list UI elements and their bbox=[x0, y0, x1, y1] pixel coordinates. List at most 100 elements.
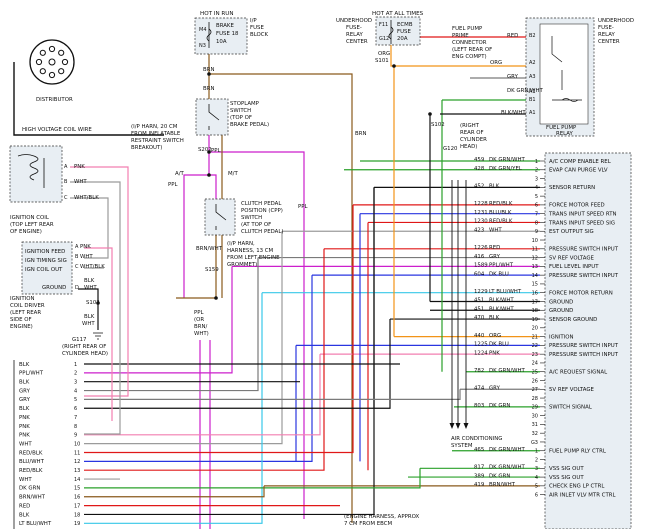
svg-text:BRN/: BRN/ bbox=[194, 324, 207, 330]
pcm-pin-number: 11 bbox=[532, 247, 538, 253]
pcm-pin-number: 3 bbox=[535, 176, 538, 182]
svg-text:WHT: WHT bbox=[74, 179, 87, 185]
svg-text:BRAKE PEDAL): BRAKE PEDAL) bbox=[230, 122, 269, 128]
svg-text:FUSE-: FUSE- bbox=[598, 25, 614, 31]
pcm-pin-number: 16 bbox=[532, 291, 538, 297]
svg-text:(OR: (OR bbox=[194, 317, 204, 323]
pcm-wire-color: LT BLU/WHT bbox=[489, 289, 522, 295]
wire-pin4 bbox=[373, 186, 540, 409]
pcm-pin-label: PRESSURE SWITCH INPUT bbox=[549, 273, 619, 279]
pcm-pin-number: 29 bbox=[532, 405, 538, 411]
svg-text:(AT TOP OF: (AT TOP OF bbox=[241, 222, 271, 228]
pcm-pin-number: 12 bbox=[532, 255, 538, 261]
svg-text:RESTRAINT SWITCH: RESTRAINT SWITCH bbox=[131, 138, 184, 144]
pcm-pin-number: 1 bbox=[535, 449, 538, 455]
pcm-circuit-number: 604 bbox=[474, 271, 485, 277]
svg-text:FROM INFLATABLE: FROM INFLATABLE bbox=[131, 131, 181, 137]
wire-ppl-l2 bbox=[84, 266, 233, 374]
svg-text:IGN COIL OUT: IGN COIL OUT bbox=[25, 267, 63, 273]
svg-text:I/P: I/P bbox=[250, 18, 257, 24]
svg-text:BLK: BLK bbox=[84, 278, 95, 284]
left-wire-number: 8 bbox=[74, 424, 77, 430]
cpp-switch: CLUTCH PEDAL POSITION (CPP) SWITCH (AT T… bbox=[175, 171, 283, 268]
left-wire-number: 17 bbox=[74, 503, 80, 509]
svg-text:RELAY: RELAY bbox=[556, 131, 574, 137]
svg-text:(RIGHT: (RIGHT bbox=[460, 123, 480, 129]
pcm-pin-number: 32 bbox=[532, 431, 538, 437]
svg-text:(RIGHT REAR OF: (RIGHT REAR OF bbox=[62, 344, 106, 350]
pcm-pin-label: AIR INLET VLV MTR CTRL bbox=[549, 492, 615, 498]
left-wire-number: 9 bbox=[74, 433, 77, 439]
wire-layer bbox=[70, 36, 540, 529]
wire-pnk-l9 bbox=[84, 354, 321, 436]
svg-text:(LEFT REAR: (LEFT REAR bbox=[10, 310, 41, 316]
pcm-wire-color: DK GRN/WHT bbox=[489, 157, 526, 163]
pcm-pin-label: TRANS INPUT SPEED SIG bbox=[548, 220, 615, 226]
svg-text:BREAKOUT): BREAKOUT) bbox=[131, 145, 162, 151]
pcm-pin-label: EST OUTPUT SIG bbox=[549, 229, 594, 235]
pcm-pin-number: 2 bbox=[535, 457, 538, 463]
svg-text:RELAY: RELAY bbox=[346, 32, 364, 38]
hot-in-run-label: HOT IN RUN bbox=[200, 11, 234, 17]
svg-text:IGNITION COIL: IGNITION COIL bbox=[10, 215, 49, 221]
ignition-coil: IGNITION COIL (TOP LEFT REAR OF ENGINE) … bbox=[9, 145, 68, 235]
pcm-circuit-number: 389 bbox=[474, 473, 485, 479]
pcm-pin-label: IGNITION bbox=[549, 334, 574, 340]
svg-text:S103: S103 bbox=[86, 300, 100, 306]
pcm-circuit-number: 423 bbox=[474, 227, 484, 233]
svg-text:B: B bbox=[64, 179, 68, 185]
pcm-pin-label: PRESSURE SWITCH INPUT bbox=[549, 343, 619, 349]
svg-text:BRN/WHT: BRN/WHT bbox=[196, 246, 223, 252]
pcm-pin-number: 5 bbox=[535, 194, 538, 200]
pcm-pin-label: SENSOR RETURN bbox=[549, 185, 595, 191]
svg-text:HEAD): HEAD) bbox=[460, 144, 477, 150]
pcm-pin-number: G3 bbox=[531, 440, 538, 446]
left-wire-label: PNK bbox=[19, 415, 30, 421]
pin-m4: M4 bbox=[199, 27, 207, 33]
pcm-wire-color: BLK bbox=[489, 184, 500, 190]
svg-text:A/T: A/T bbox=[175, 171, 185, 177]
left-wire-number: 3 bbox=[74, 380, 77, 386]
svg-text:F11: F11 bbox=[379, 22, 388, 28]
ip-fuse-block: HOT IN RUN M4 N3 BRAKE FUSE 18 10A I/P F… bbox=[194, 11, 269, 55]
svg-text:AIR CONDITIONING: AIR CONDITIONING bbox=[451, 436, 502, 442]
pcm-circuit-number: 465 bbox=[474, 447, 484, 453]
left-wire-number: 11 bbox=[74, 450, 80, 456]
svg-text:CLUTCH PEDAL): CLUTCH PEDAL) bbox=[241, 229, 283, 235]
pcm-pin-label: EVAP CAN PURGE VLV bbox=[549, 168, 608, 174]
pcm-circuit-number: 1228 bbox=[474, 201, 488, 207]
pcm-pin-number: 28 bbox=[532, 396, 538, 402]
splice-labels: S202 PPL BRN BRN BRN PPL PPL BRN/WHT S15… bbox=[62, 33, 544, 527]
pcm-circuit-number: 474 bbox=[474, 385, 485, 391]
svg-text:B1: B1 bbox=[529, 97, 536, 103]
svg-text:B2: B2 bbox=[529, 33, 536, 39]
svg-text:ORG: ORG bbox=[490, 60, 502, 66]
left-wire-number: 6 bbox=[74, 406, 77, 412]
pcm-pin-number: 9 bbox=[535, 229, 538, 235]
svg-text:(I/P HARN,: (I/P HARN, bbox=[227, 241, 255, 247]
wire-brn-main bbox=[209, 73, 353, 523]
wire-blu-l12 bbox=[84, 275, 313, 462]
svg-text:(LEFT REAR OF: (LEFT REAR OF bbox=[452, 47, 492, 53]
pcm-pin-number: 8 bbox=[535, 220, 538, 226]
svg-text:IGN TIMING SIG: IGN TIMING SIG bbox=[25, 258, 67, 264]
pcm-pin-label: PRESSURE SWITCH INPUT bbox=[549, 352, 619, 358]
svg-text:PNK: PNK bbox=[80, 244, 91, 250]
svg-text:PNK: PNK bbox=[74, 164, 85, 170]
pcm-wire-color: DK GRN/WHT bbox=[489, 368, 526, 374]
svg-text:BLK/WHT: BLK/WHT bbox=[501, 110, 526, 116]
svg-text:OF ENGINE): OF ENGINE) bbox=[10, 229, 42, 235]
svg-text:SYSTEM: SYSTEM bbox=[451, 443, 473, 449]
pcm-circuit-number: 1231 bbox=[474, 210, 488, 216]
pcm-pin-label: 5V REF VOLTAGE bbox=[549, 387, 595, 393]
pcm-pin-number: 13 bbox=[532, 264, 538, 270]
pcm-pin-number: 17 bbox=[532, 299, 538, 305]
ac-arrow-head bbox=[463, 423, 469, 429]
svg-text:WHT: WHT bbox=[84, 285, 97, 291]
left-wire-label: RED bbox=[19, 503, 30, 509]
left-wire-label: PPL/WHT bbox=[19, 371, 44, 377]
svg-text:CONNECTOR: CONNECTOR bbox=[452, 40, 487, 46]
splice-dot bbox=[392, 64, 396, 68]
pcm-wire-color: RED/BLK bbox=[489, 201, 513, 207]
